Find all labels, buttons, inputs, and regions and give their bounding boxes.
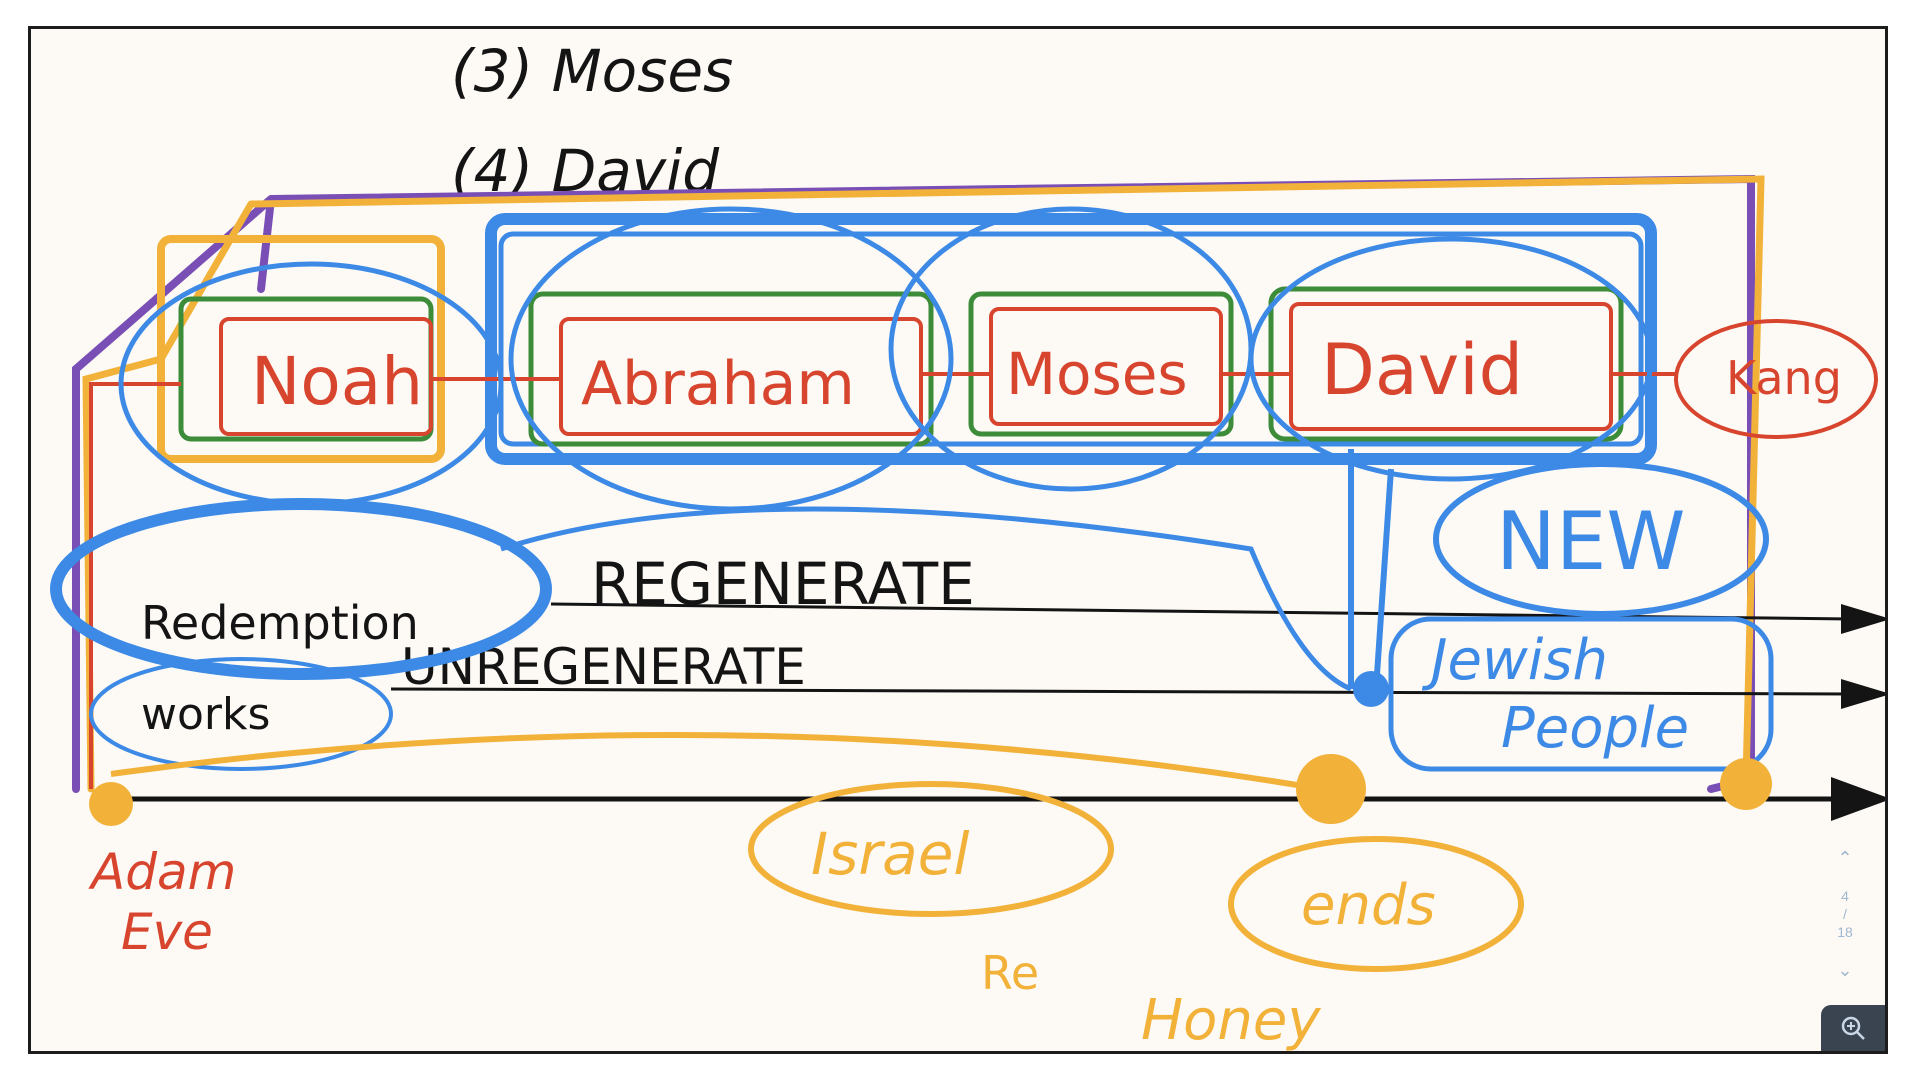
works-label: works <box>141 689 270 740</box>
covenant-abraham: Abraham <box>581 349 855 419</box>
orange-lower-swoop <box>110 731 1322 792</box>
red-moses-box <box>989 307 1223 426</box>
unregenerate-arrow <box>1841 679 1885 709</box>
unregenerate-label: UNREGENERATE <box>401 638 806 696</box>
orange-junction-dot <box>1296 754 1366 824</box>
covenant-noah: Noah <box>251 343 423 420</box>
blue-redemption-swoop <box>500 506 1352 692</box>
chevron-up-icon[interactable]: ⌃ <box>1837 848 1853 868</box>
israel-label: Israel <box>811 820 970 888</box>
whiteboard-canvas: (3) Moses (4) David Noah Abraham Moses D… <box>50 37 1885 1051</box>
honey-label: Honey <box>1141 988 1321 1051</box>
adam-label: Adam <box>88 843 236 901</box>
red-noah-box <box>219 317 433 436</box>
page-indicator: 4 / 18 <box>1837 887 1853 941</box>
red-abraham-box <box>559 317 923 436</box>
whiteboard-frame: (3) Moses (4) David Noah Abraham Moses D… <box>28 26 1888 1054</box>
blue-redemption-ellipse <box>50 498 552 680</box>
blue-circle-david <box>1248 236 1654 482</box>
covenant-moses: Moses <box>1006 340 1188 408</box>
eve-label: Eve <box>121 903 213 961</box>
green-moses-box <box>968 291 1234 437</box>
blue-covenant-inner <box>498 231 1644 447</box>
orange-end-dot <box>1720 758 1772 810</box>
green-david-box <box>1268 286 1624 442</box>
blue-split-line <box>1348 449 1394 690</box>
blue-covenant-box <box>485 213 1657 465</box>
small-label: Re <box>981 946 1039 1000</box>
jewish-label: Jewish <box>1421 628 1608 693</box>
blue-junction-dot <box>1353 671 1389 707</box>
page-current: 4 <box>1841 888 1849 904</box>
regenerate-label: REGENERATE <box>591 550 975 618</box>
zoom-button[interactable] <box>1821 1005 1885 1051</box>
blue-new-ellipse <box>1433 461 1769 617</box>
orange-start-dot <box>89 782 133 826</box>
unregenerate-line <box>390 687 1852 696</box>
king-label: Kang <box>1726 351 1842 405</box>
red-connector <box>89 372 1676 789</box>
base-timeline-arrow <box>1831 777 1885 821</box>
blue-jewish-box <box>1388 616 1774 772</box>
people-label: People <box>1501 696 1689 761</box>
chevron-down-icon[interactable]: ⌄ <box>1837 960 1853 980</box>
covenant-david: David <box>1321 329 1523 411</box>
new-label: NEW <box>1496 495 1686 588</box>
zoom-in-icon <box>1841 1016 1865 1040</box>
orange-noah-box <box>157 235 445 463</box>
red-king-ellipse <box>1674 319 1878 439</box>
page-navigator: ⌃ 4 / 18 ⌄ <box>1825 849 1865 979</box>
list-item-moses: (3) Moses <box>451 37 733 105</box>
ends-label: ends <box>1301 873 1436 938</box>
page-total: 18 <box>1837 924 1853 940</box>
purple-enclosure <box>72 174 1755 793</box>
green-abraham-box <box>528 291 934 447</box>
page-separator: / <box>1843 906 1847 922</box>
regenerate-arrow <box>1841 604 1885 634</box>
redemption-label: Redemption <box>141 596 419 650</box>
blue-works-ellipse <box>89 657 393 771</box>
orange-israel-ellipse <box>748 781 1114 917</box>
orange-ends-ellipse <box>1228 836 1524 972</box>
red-david-box <box>1289 302 1613 431</box>
